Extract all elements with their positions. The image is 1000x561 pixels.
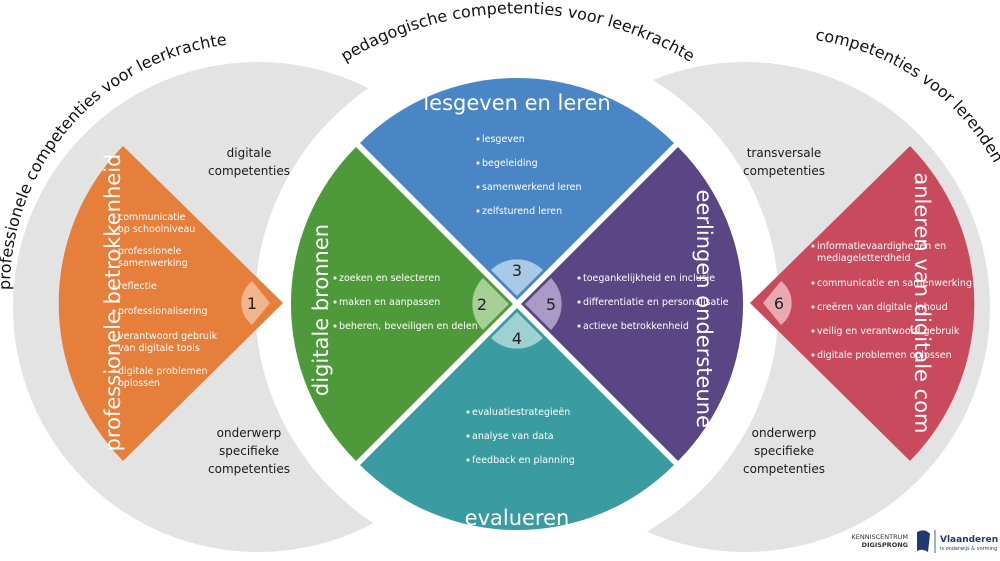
label-line: specifieke (219, 444, 279, 458)
label-left-bottom: onderwerp specifieke competenties (208, 426, 290, 476)
label-line: digitale (227, 146, 272, 160)
logo-text-line1: KENNISCENTRUM (852, 533, 909, 541)
center-ring (255, 42, 779, 561)
logo-text-line2: DIGISPRONG (862, 541, 908, 549)
label-line: onderwerp (752, 426, 817, 440)
label-left-top: digitale competenties (208, 146, 290, 178)
segment-6-number: 6 (774, 294, 784, 313)
list-item: feedback en planning (472, 455, 575, 466)
segment-3-number: 3 (512, 261, 522, 280)
badge-4 (491, 312, 543, 349)
segment-4-items: evaluatiestrategieën analyse van data fe… (466, 407, 575, 466)
list-item: begeleiding (482, 158, 538, 169)
segment-3-items: lesgeven begeleiding samenwerkend leren … (476, 134, 582, 217)
segment-6-wedge[interactable] (750, 146, 975, 461)
list-item: reflectie (118, 281, 157, 292)
label-line: competenties (208, 164, 290, 178)
list-item: toegankelijkheid en inclusie (583, 273, 715, 284)
label-line: competenties (208, 462, 290, 476)
segment-1-wedge[interactable] (58, 146, 284, 461)
list-item: veilig en verantwoord gebruik (817, 326, 960, 337)
list-item: analyse van data (472, 431, 554, 442)
list-item: digitale problemen (118, 366, 208, 377)
list-item: professionele (118, 246, 182, 257)
list-item: actieve betrokkenheid (583, 321, 689, 332)
segment-2-quadrant[interactable] (290, 147, 513, 461)
list-item: mediageletterdheid (817, 253, 911, 264)
list-item: zoeken en selecteren (339, 273, 440, 284)
logo-kenniscentrum: KENNISCENTRUM DIGISPRONG (852, 533, 909, 549)
list-item: op schoolniveau (118, 224, 195, 235)
list-item: professionalisering (118, 306, 208, 317)
vlaanderen-text: Vlaanderen (940, 535, 998, 545)
label-line: specifieke (754, 444, 814, 458)
label-line: transversale (747, 146, 822, 160)
label-line: competenties (743, 164, 825, 178)
segment-1-number: 1 (247, 294, 257, 313)
list-item: evaluatiestrategieën (472, 407, 570, 418)
list-item: creëren van digitale inhoud (817, 302, 948, 313)
vlaanderen-subtext: is onderwijs & vorming (940, 546, 997, 552)
segment-4-number: 4 (512, 329, 522, 348)
list-item: lesgeven (482, 134, 525, 145)
segment-2-items: zoeken en selecteren maken en aanpassen … (333, 273, 478, 332)
label-line: onderwerp (217, 426, 282, 440)
list-item: communicatie en samenwerking (817, 278, 972, 289)
segment-6-items: informatievaardigheden en mediageletterd… (811, 241, 972, 361)
list-item: informatievaardigheden en (817, 241, 946, 252)
list-item: beheren, beveiligen en delen (339, 321, 478, 332)
segment-5-quadrant[interactable] (521, 147, 744, 461)
segment-3-title: lesgeven en leren (423, 91, 610, 115)
label-right-bottom: onderwerp specifieke competenties (743, 426, 825, 476)
label-right-top: transversale competenties (743, 146, 825, 178)
segment-5-number: 5 (546, 295, 556, 314)
list-item: differentiatie en personalisatie (583, 297, 729, 308)
logo-vlaanderen: Vlaanderen is onderwijs & vorming (917, 530, 998, 553)
list-item: van digitale tools (118, 343, 200, 354)
segment-4-quadrant[interactable] (360, 308, 674, 531)
badge-1 (241, 281, 270, 325)
badge-3 (491, 259, 543, 296)
segment-5-items: toegankelijkheid en inclusie differentia… (577, 273, 729, 332)
list-item: digitale problemen oplossen (817, 350, 952, 361)
list-item: samenwerkend leren (482, 182, 582, 193)
label-line: competenties (743, 462, 825, 476)
segment-2-title: digitale bronnen (309, 224, 333, 396)
list-item: maken en aanpassen (339, 297, 440, 308)
segment-2-number: 2 (477, 295, 487, 314)
badge-6 (763, 281, 792, 325)
list-item: communicatie (118, 212, 186, 223)
vlaanderen-lion-icon (917, 530, 930, 552)
segment-4-title: evalueren (465, 506, 570, 530)
list-item: zelfsturend leren (482, 206, 562, 217)
list-item: verantwoord gebruik (118, 331, 218, 342)
segment-3-quadrant[interactable] (360, 77, 674, 300)
badge-2 (472, 278, 509, 330)
badge-5 (525, 278, 562, 330)
list-item: samenwerking (118, 258, 188, 269)
segment-1-title: professionele betrokkenheid (101, 154, 125, 452)
segment-1-items: communicatie op schoolniveau professione… (112, 212, 218, 389)
list-item: oplossen (118, 378, 160, 389)
